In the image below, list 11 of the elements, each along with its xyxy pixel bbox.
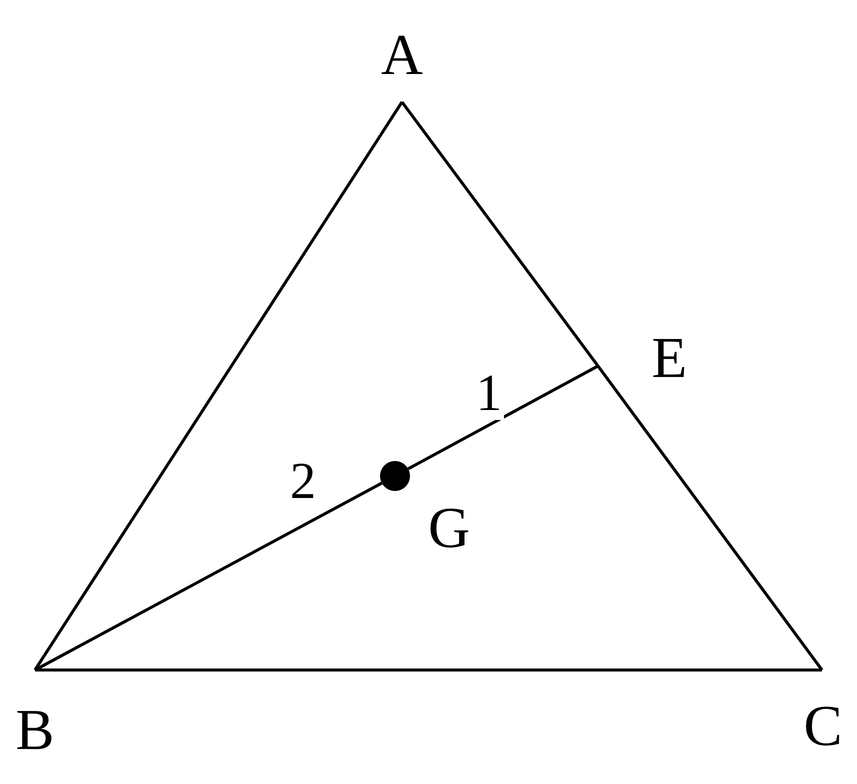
- centroid-point: G: [380, 461, 470, 557]
- line-segment: [596, 365, 824, 671]
- line-segment: [35, 668, 822, 672]
- line-segment: [34, 482, 382, 672]
- vertex-label: C: [793, 671, 853, 755]
- vertex-label: A: [366, 26, 438, 102]
- line-segment: [34, 101, 404, 671]
- line-segment: [400, 101, 600, 367]
- vertex-label: E: [599, 330, 687, 386]
- line-segment: [407, 364, 599, 470]
- vertex-label: B: [4, 671, 66, 759]
